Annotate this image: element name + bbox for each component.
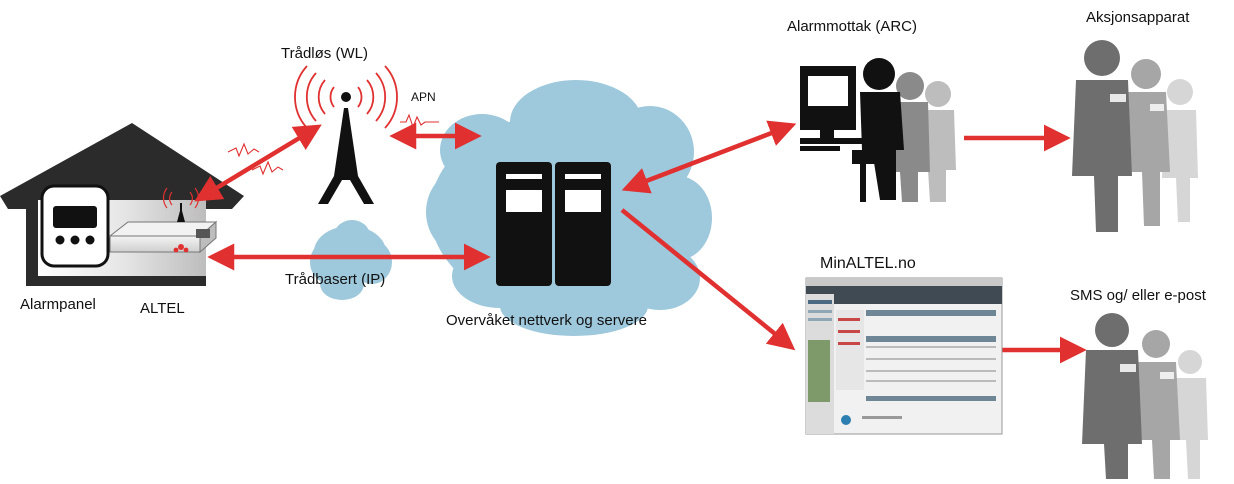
- label-wireless: Trådløs (WL): [281, 45, 368, 62]
- label-wired: Trådbasert (IP): [285, 271, 386, 288]
- alarm-panel-icon: [40, 184, 110, 268]
- connection-arrows: [194, 120, 1087, 364]
- apn-signal-icon: [400, 113, 439, 129]
- label-apn: APN: [411, 90, 436, 104]
- label-action: Aksjonsapparat: [1086, 9, 1190, 26]
- tower-signal-icon: [294, 65, 398, 129]
- arrow-cloud-minaltel: [620, 208, 796, 351]
- operator-icon: [800, 58, 956, 202]
- tower-icon: [318, 92, 374, 204]
- label-minaltel: MinALTEL.no: [820, 255, 916, 272]
- label-altel: ALTEL: [140, 300, 185, 317]
- sms-people-icon: [1082, 313, 1208, 479]
- label-network: Overvåket nettverk og servere: [446, 312, 647, 329]
- label-sms: SMS og/ eller e-post: [1070, 287, 1206, 304]
- altel-router-icon: [108, 203, 218, 254]
- action-people-icon: [1072, 40, 1198, 232]
- small-cloud-icon: [310, 220, 392, 300]
- house-icon: [0, 123, 244, 286]
- label-alarm-panel: Alarmpanel: [20, 296, 96, 313]
- house-to-tower-signal-icon: [227, 142, 284, 176]
- screenshot-icon: [805, 277, 1003, 435]
- server-icon: [496, 162, 611, 286]
- arrow-router-tower: [194, 124, 322, 202]
- label-arc: Alarmmottak (ARC): [787, 18, 918, 35]
- arrow-cloud-arc: [621, 120, 797, 194]
